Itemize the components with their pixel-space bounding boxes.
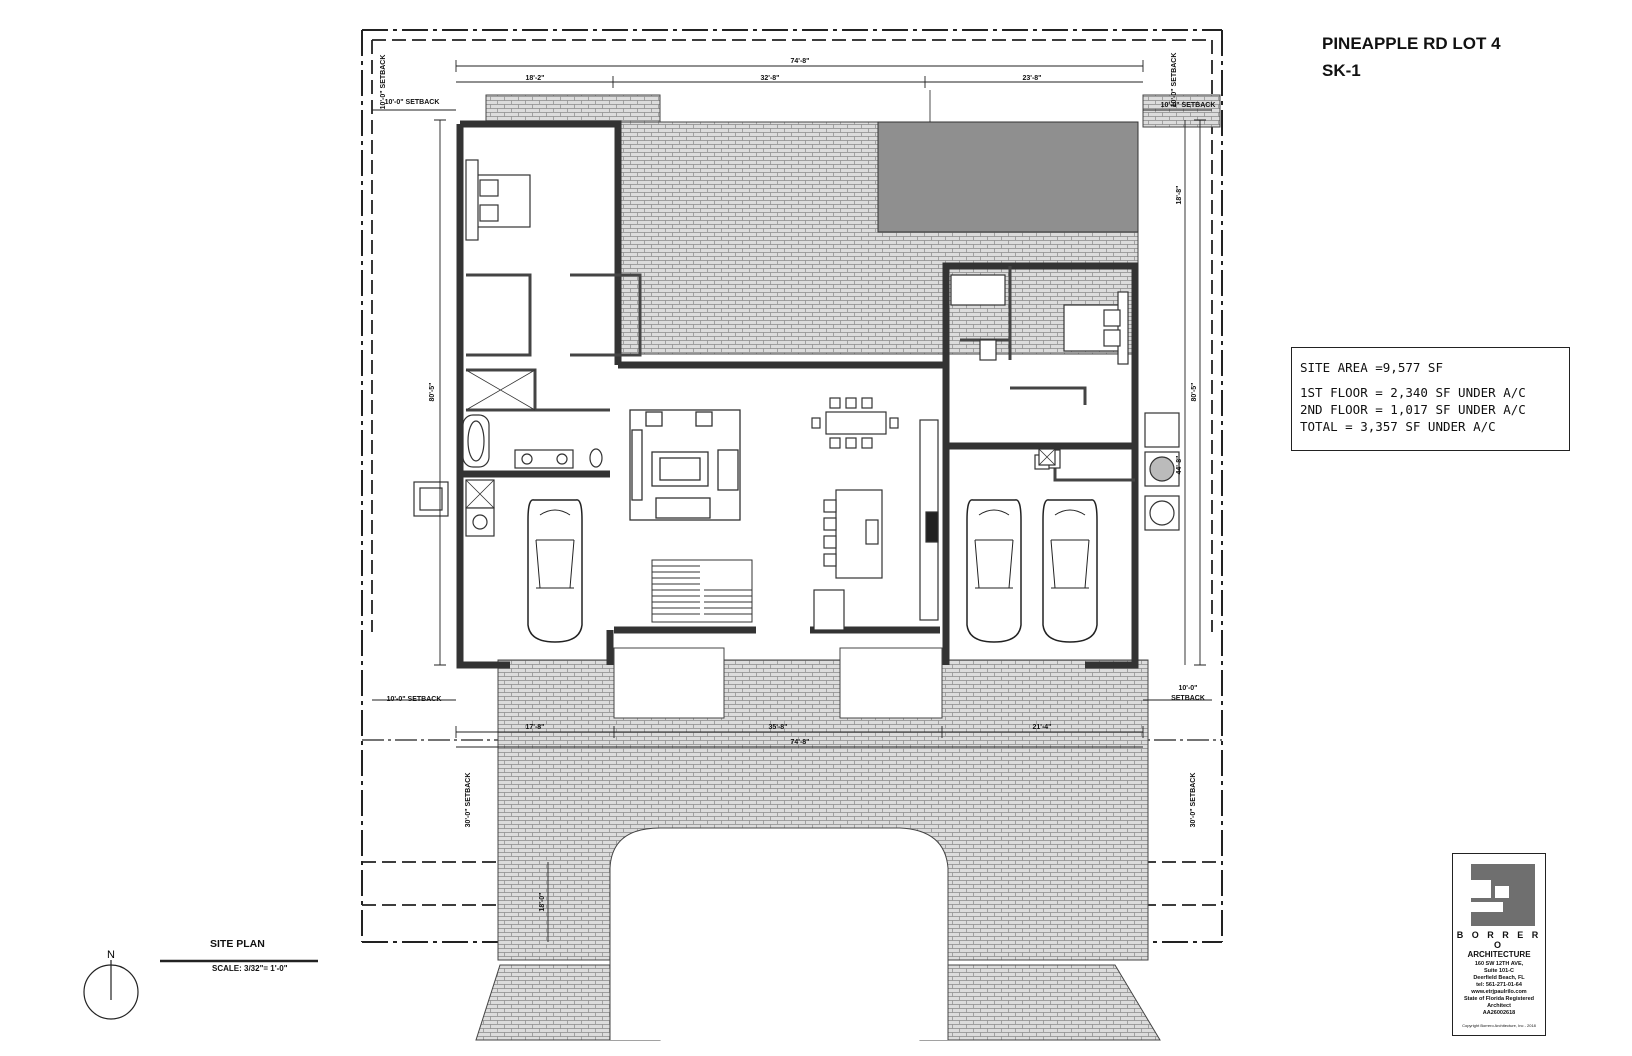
- firm-reg-1: State of Florida Registered: [1464, 996, 1534, 1002]
- pool: [877, 121, 1139, 233]
- setback-rear-left: 10'-0" SETBACK: [385, 99, 440, 106]
- firm-addr-3: Deerfield Beach, FL: [1473, 975, 1525, 981]
- dim-bottom-right: 21'-4": [1033, 724, 1052, 731]
- setback-rear-left-vert: 10'-0" SETBACK: [380, 55, 387, 110]
- stairs: [651, 559, 753, 623]
- dim-left-depth: 80'-5": [429, 383, 436, 402]
- equipment: [413, 412, 1180, 531]
- dim-bottom-left: 17'-8": [526, 724, 545, 731]
- drawing-scale: SCALE: 3/32"= 1'-0": [212, 964, 288, 973]
- dim-top-mid: 32'-8": [761, 75, 780, 82]
- firm-name: B O R R E R O: [1456, 930, 1542, 950]
- house-walls: [456, 120, 1139, 669]
- sheet-number: SK-1: [1322, 61, 1361, 80]
- drawing-label: SITE PLAN: [210, 938, 265, 950]
- living-furniture: [629, 409, 741, 521]
- dim-top-left: 18'-2": [526, 75, 545, 82]
- dim-right-lower: 44'-8": [1176, 456, 1183, 475]
- car-left: [527, 499, 583, 643]
- setback-front-right: 30'-0" SETBACK: [1190, 773, 1197, 828]
- first-floor-area: 1ST FLOOR = 2,340 SF UNDER A/C: [1300, 385, 1526, 400]
- dimension-lines: [372, 60, 1212, 942]
- setback-front-left: 30'-0" SETBACK: [465, 773, 472, 828]
- firm-web: www.etrjpaulrilo.com: [1471, 989, 1527, 995]
- dim-top-right: 23'-8": [1023, 75, 1042, 82]
- firm-sub: ARCHITECTURE: [1467, 950, 1531, 959]
- area-summary: SITE AREA =9,577 SF 1ST FLOOR = 2,340 SF…: [1291, 347, 1570, 451]
- north-label: N: [107, 949, 115, 961]
- project-title: PINEAPPLE RD LOT 4: [1322, 34, 1501, 53]
- kitchen-island: [813, 419, 939, 631]
- dim-bottom-mid: 35'-8": [769, 724, 788, 731]
- title-block: PINEAPPLE RD LOT 4 SK-1: [1322, 30, 1501, 84]
- interior-walls: [466, 266, 1135, 482]
- dim-right-upper: 18'-8": [1176, 186, 1183, 205]
- setback-side-right-a: 10'-0": [1179, 685, 1198, 692]
- setback-rear-right: 10'-0" SETBACK: [1161, 102, 1216, 109]
- firm-stamp: B O R R E R O ARCHITECTURE 160 SW 12TH A…: [1452, 853, 1546, 1036]
- dimension-texts: 74'-8" 18'-2" 32'-8" 23'-8" 17'-8" 35'-8…: [380, 53, 1215, 912]
- dim-overall-top: 74'-8": [791, 58, 810, 65]
- setback-rear-right-vert: 10'-0" SETBACK: [1171, 53, 1178, 108]
- firm-license: AA26002618: [1482, 1010, 1516, 1016]
- firm-addr-2: Suite 101-C: [1484, 968, 1514, 974]
- dining-table: [811, 397, 899, 449]
- firm-phone: tel: 561-271-01-64: [1476, 982, 1522, 988]
- firm-copyright: Copyright Borrero Architecture, Inc - 20…: [1462, 1023, 1536, 1028]
- laundry: [465, 448, 1056, 537]
- car-right-1: [966, 499, 1022, 643]
- setback-side-right-b: SETBACK: [1171, 695, 1205, 702]
- car-right-2: [1042, 499, 1098, 643]
- north-arrow: N: [83, 949, 139, 1020]
- firm-reg-2: Architect: [1487, 1003, 1511, 1009]
- property-line: [361, 29, 1223, 943]
- setback-side-left: 10'-0" SETBACK: [387, 696, 442, 703]
- second-floor-area: 2ND FLOOR = 1,017 SF UNDER A/C: [1300, 402, 1526, 417]
- firm-addr-1: 160 SW 12TH AVE,: [1474, 961, 1524, 967]
- bed-1: [465, 159, 531, 241]
- dim-drive-depth: 18'-0": [539, 893, 546, 912]
- site-area: SITE AREA =9,577 SF: [1300, 360, 1443, 375]
- bed-2: [1063, 291, 1129, 365]
- total-area: TOTAL = 3,357 SF UNDER A/C: [1300, 419, 1496, 434]
- dim-right-depth: 80'-5": [1191, 383, 1198, 402]
- firm-logo-icon: [1463, 864, 1535, 926]
- dim-overall-bottom: 74'-8": [791, 739, 810, 746]
